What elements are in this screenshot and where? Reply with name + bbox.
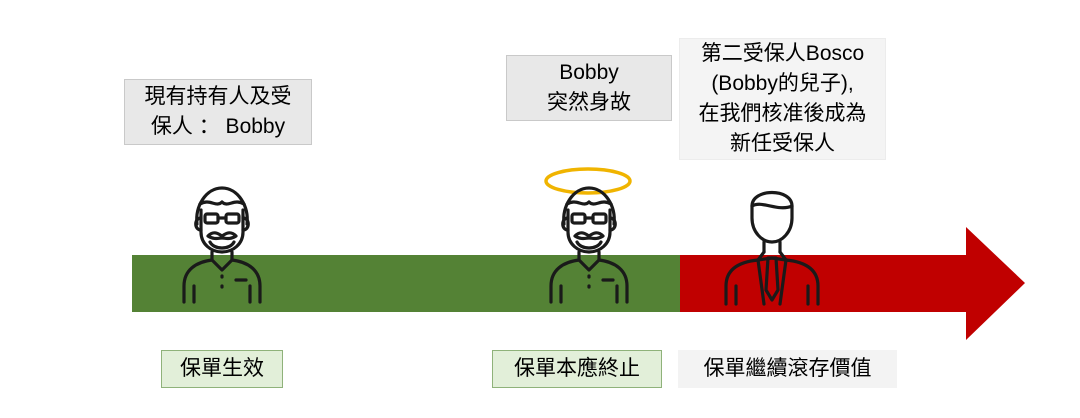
continuation-arrow [680,227,1025,340]
halo-icon [544,167,632,195]
active-policy-bar [132,255,680,312]
policy-would-end-label: 保單本應終止 [492,350,662,388]
successor-label: 第二受保人Bosco (Bobby的兒子), 在我們核准後成為 新任受保人 [679,38,886,160]
old-man-icon [182,186,262,304]
businessman-icon [724,191,820,306]
policy-continues-label: 保單繼續滾存價值 [678,350,897,388]
death-event-label: Bobby 突然身故 [506,55,672,121]
policy-effective-label: 保單生效 [161,350,283,388]
current-holder-label: 現有持有人及受 保人 ： Bobby [124,79,312,145]
old-man-with-halo-icon [549,186,629,304]
